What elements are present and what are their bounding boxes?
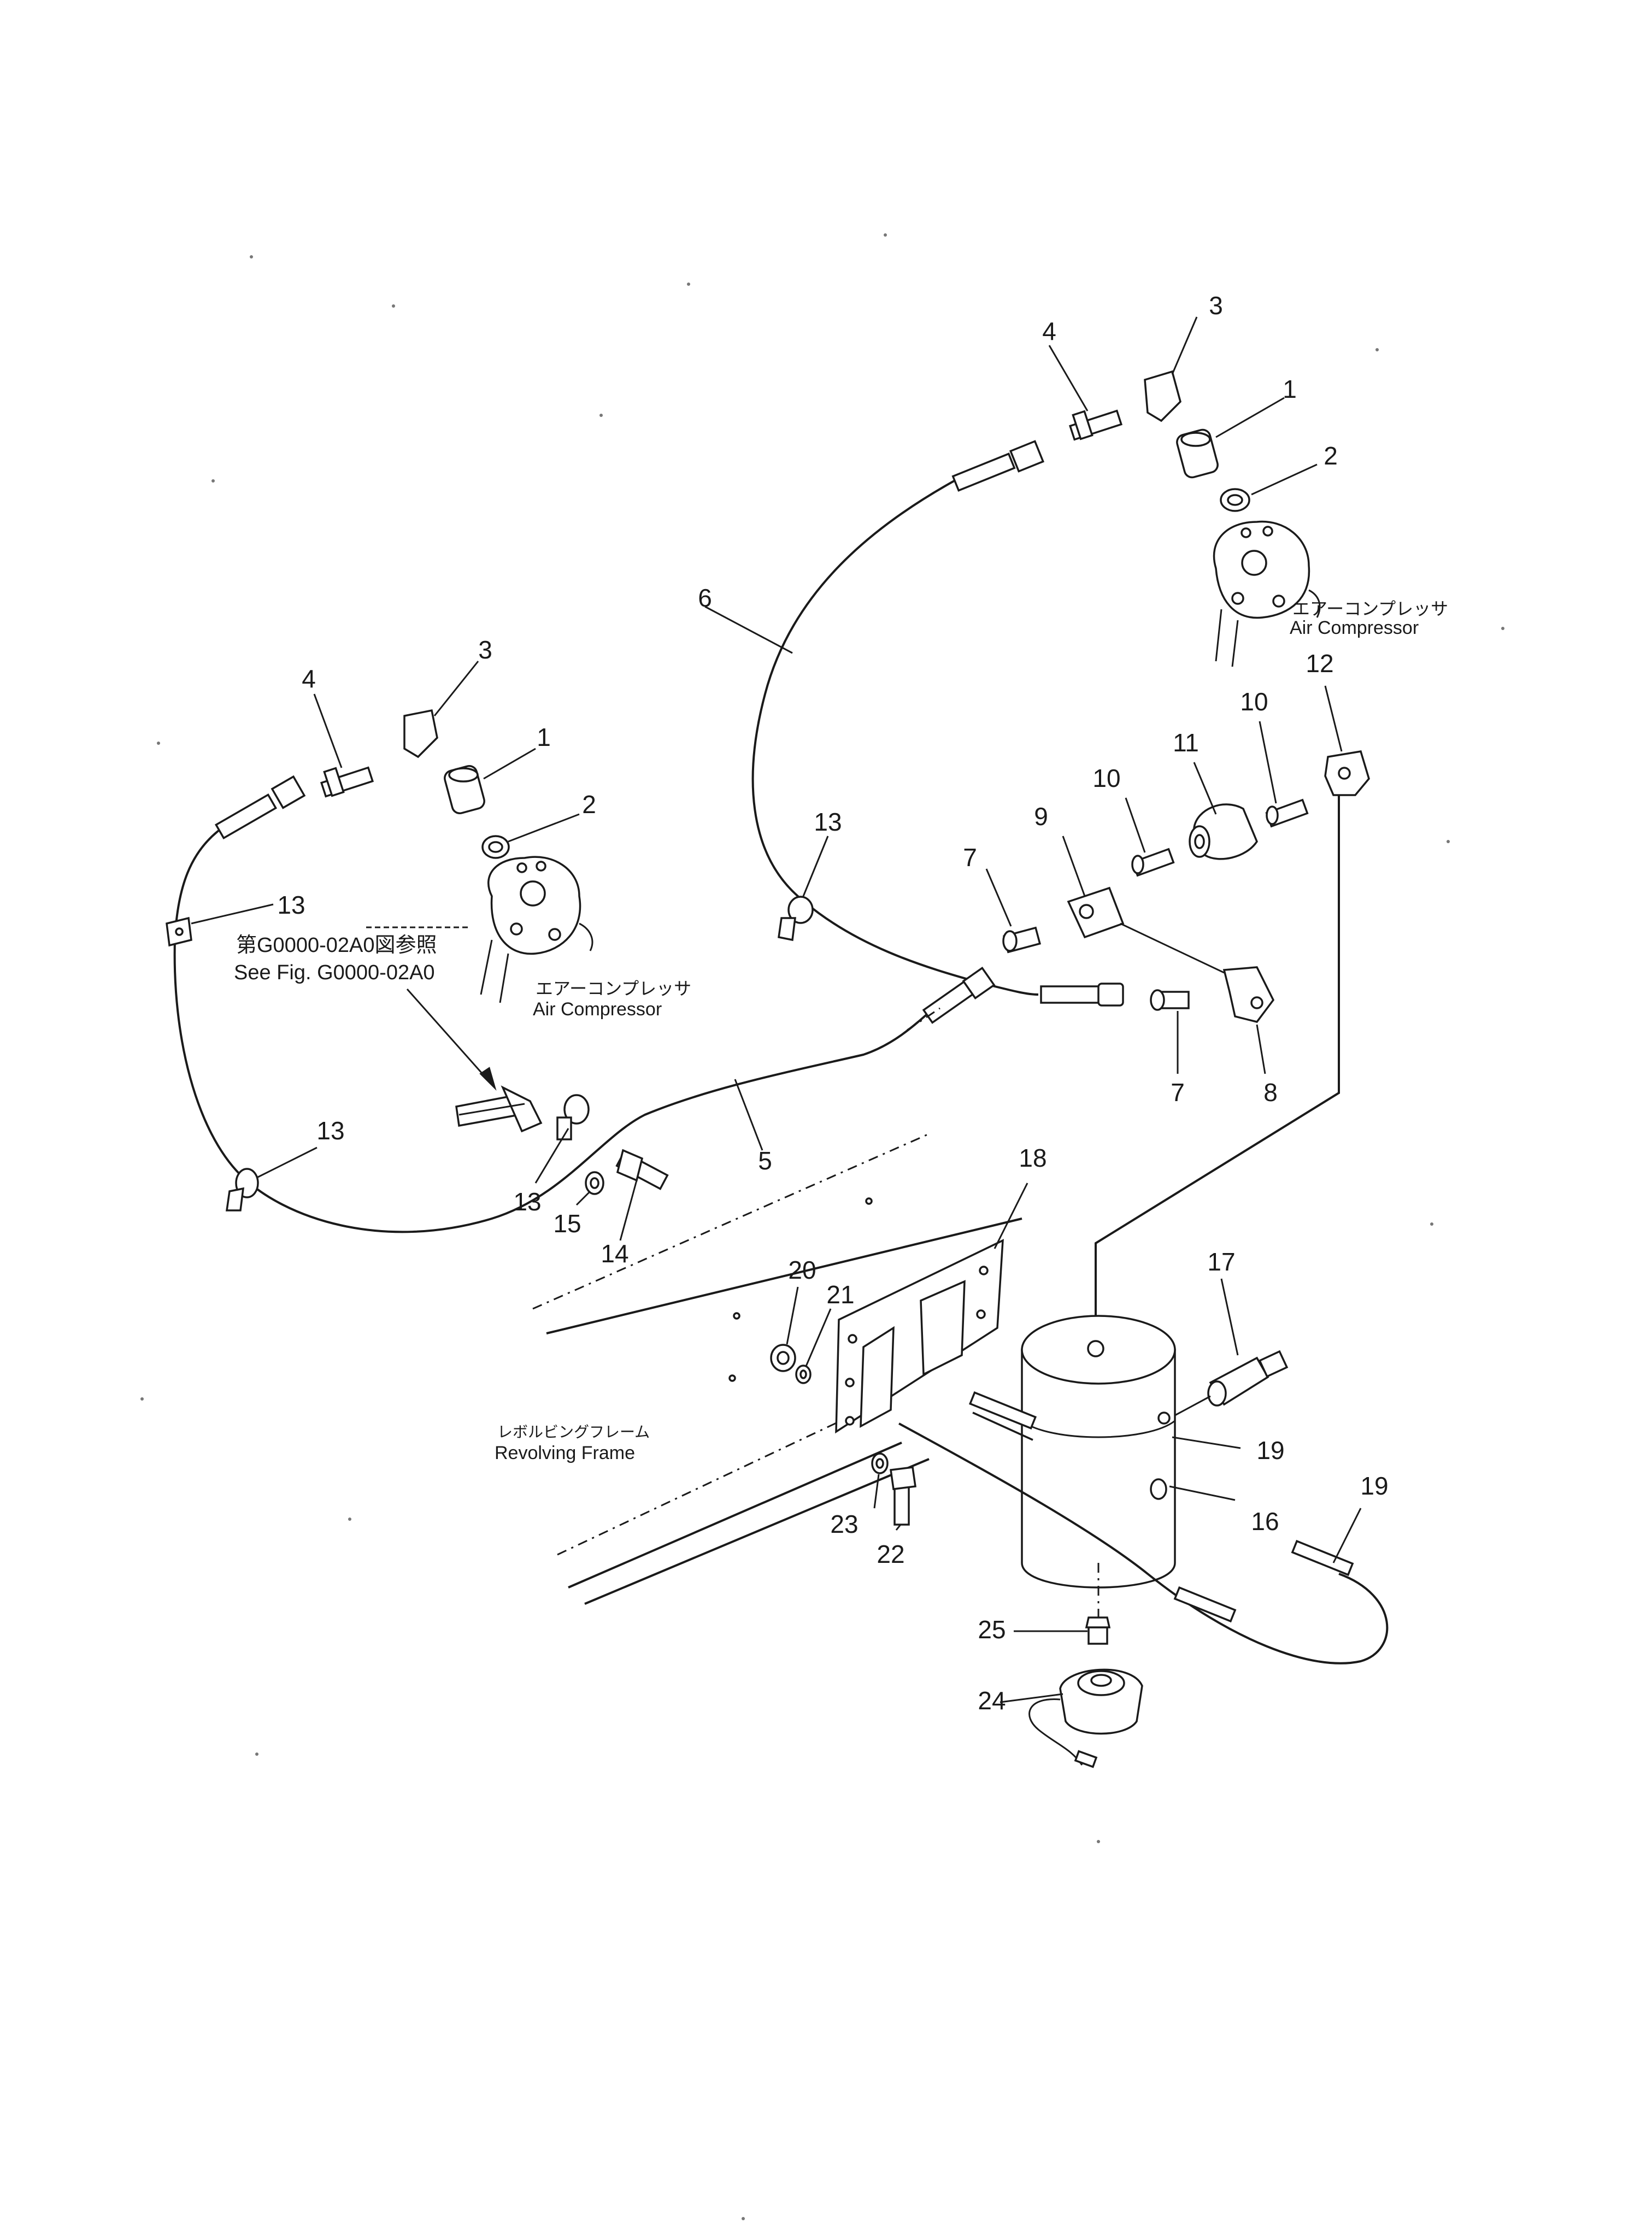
callout-17: 17 — [1207, 1248, 1235, 1276]
callout-7-upper: 7 — [963, 843, 977, 872]
callout-6: 6 — [698, 584, 712, 612]
connector-1-left — [444, 764, 485, 815]
air-compressor-label-en-right: Air Compressor — [1290, 617, 1419, 638]
drain-valve-24 — [1028, 1668, 1143, 1768]
callout-1-right: 1 — [1283, 375, 1297, 403]
callout-18: 18 — [1019, 1144, 1047, 1172]
callout-13-upper-right: 13 — [814, 808, 842, 836]
callout-11: 11 — [1173, 728, 1199, 757]
callout-15: 15 — [553, 1209, 581, 1238]
callout-16: 16 — [1251, 1507, 1279, 1536]
check-valve-11 — [1189, 803, 1258, 860]
callout-12: 12 — [1306, 649, 1333, 678]
see-figure-label-jp: 第G0000-02A0図参照 — [236, 934, 437, 957]
washer-2-right — [1220, 488, 1250, 512]
callout-5: 5 — [758, 1146, 772, 1175]
tee-9 — [1067, 886, 1125, 939]
air-compressor-label-en-left: Air Compressor — [533, 999, 662, 1020]
callout-10-right: 10 — [1240, 687, 1268, 716]
nipple-7-upper — [1002, 926, 1042, 954]
bolt-14 — [615, 1149, 669, 1190]
callout-numbers: 3 4 1 2 6 12 10 11 10 9 7 13 7 8 4 3 1 2… — [277, 291, 1388, 1715]
tank-strap-19 — [898, 1391, 1389, 1665]
callout-20: 20 — [788, 1256, 816, 1284]
pipe-6-end-fitting-lower — [1040, 983, 1124, 1007]
callout-22: 22 — [877, 1540, 904, 1568]
nipple-4-left — [320, 766, 374, 798]
callout-2-right: 2 — [1324, 442, 1338, 470]
washer-2-left — [481, 835, 510, 859]
clamp-13-lower-left — [225, 1168, 259, 1211]
callout-8: 8 — [1263, 1078, 1278, 1107]
washer-15 — [585, 1171, 604, 1195]
callout-4-right: 4 — [1042, 317, 1056, 345]
nipple-4-right — [1068, 409, 1123, 441]
callout-1-left: 1 — [537, 723, 551, 751]
callout-23: 23 — [830, 1510, 858, 1538]
bolt-22 — [890, 1466, 916, 1526]
callout-13-mid: 13 — [513, 1187, 541, 1216]
callout-14: 14 — [601, 1239, 628, 1268]
elbow-12 — [1324, 750, 1370, 796]
callout-19-strap: 19 — [1256, 1436, 1284, 1465]
scan-specks — [140, 233, 1504, 2220]
callout-19-end: 19 — [1360, 1472, 1388, 1500]
connector-1-right — [1176, 428, 1219, 479]
elbow-8 — [1222, 966, 1275, 1023]
washer-23 — [871, 1452, 889, 1474]
pipe-6-end-fitting-upper — [951, 440, 1045, 492]
washer-21 — [795, 1365, 812, 1384]
callout-3-left: 3 — [478, 636, 492, 664]
revolving-frame — [532, 1133, 1022, 1605]
air-compressor-right — [1213, 520, 1321, 667]
callout-10-left: 10 — [1092, 764, 1120, 792]
elbow-3-right — [1144, 370, 1181, 422]
clamp-13-upper-right — [778, 896, 814, 942]
nipple-10-right — [1265, 798, 1309, 828]
pipe-5-end-fitting-upper — [214, 775, 306, 840]
callout-2-left: 2 — [582, 790, 596, 819]
callout-9: 9 — [1034, 802, 1048, 831]
clamp-13-mid — [556, 1094, 590, 1140]
drain-plug-25 — [1085, 1616, 1111, 1645]
callout-13-lower-left: 13 — [316, 1116, 344, 1145]
air-compressor-label-jp-left: エアーコンプレッサ — [536, 978, 691, 999]
callout-25: 25 — [978, 1615, 1006, 1644]
callout-21: 21 — [826, 1280, 854, 1309]
air-pipe-5 — [173, 830, 941, 1233]
air-compressor-left — [480, 856, 593, 1003]
mounting-bracket-ref — [455, 1085, 543, 1133]
callout-24: 24 — [978, 1686, 1006, 1715]
air-compressor-label-jp-right: エアーコンプレッサ — [1292, 598, 1448, 619]
revolving-frame-label-en: Revolving Frame — [495, 1443, 635, 1463]
nipple-7-lower — [1150, 989, 1190, 1011]
air-tank-16 — [1021, 1315, 1176, 1623]
safety-valve-17 — [1207, 1350, 1289, 1407]
callout-7-lower: 7 — [1171, 1078, 1185, 1107]
callout-3-right: 3 — [1209, 291, 1223, 320]
see-figure-label-en: See Fig. G0000-02A0 — [234, 961, 435, 984]
callout-4-left: 4 — [302, 664, 316, 693]
air-pipe-12-to-tank — [1095, 795, 1340, 1339]
nipple-10-left — [1131, 848, 1175, 877]
revolving-frame-label-jp: レボルビングフレーム — [497, 1423, 650, 1441]
elbow-3-left — [403, 709, 438, 758]
nut-20 — [770, 1344, 796, 1372]
leader-lines — [191, 316, 1362, 1703]
clamp-13-upper-left — [166, 916, 192, 947]
callout-13-upper-left: 13 — [277, 891, 305, 919]
text-labels: エアーコンプレッサ Air Compressor エアーコンプレッサ Air C… — [234, 598, 1448, 1463]
mounting-bracket-18 — [835, 1239, 1004, 1434]
